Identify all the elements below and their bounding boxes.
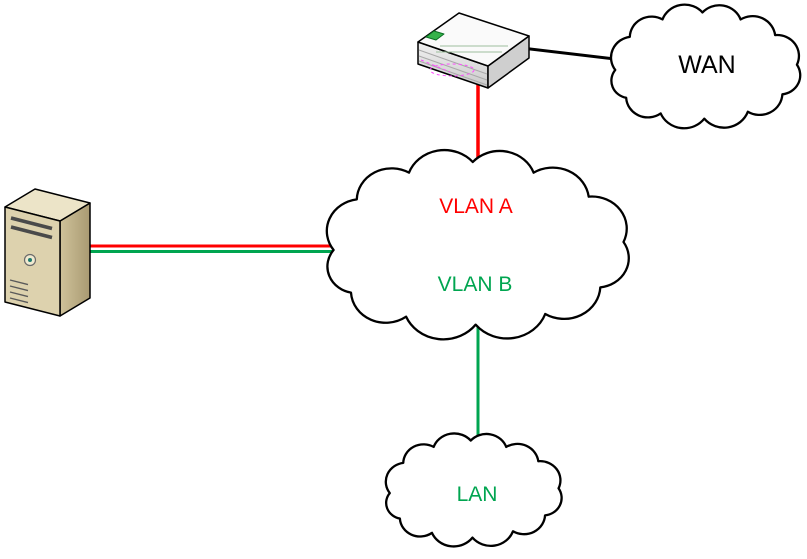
wan-cloud-node: WAN — [609, 3, 802, 130]
server-side-face — [59, 202, 91, 317]
router-icon — [417, 12, 530, 89]
server-drive-slot-1 — [10, 216, 53, 231]
router-dashed-detail — [429, 63, 475, 77]
vlan-cloud-shape — [325, 148, 631, 342]
server-vent-3 — [9, 291, 29, 298]
vlan-a-label: VLAN A — [439, 195, 513, 218]
server-drive-slot-2 — [10, 225, 53, 240]
router-dashed-line — [420, 59, 451, 73]
lan-label: LAN — [457, 483, 498, 506]
router-vent-2 — [418, 55, 488, 81]
server-vent-4 — [9, 297, 29, 304]
router-led-icon — [425, 30, 445, 41]
vlan-b-label: VLAN B — [438, 273, 513, 296]
server-icon — [4, 188, 91, 317]
router-vent-1 — [418, 49, 488, 75]
server-power-led-icon — [28, 258, 32, 262]
router-vent-3 — [418, 60, 488, 86]
lan-cloud-node: LAN — [384, 432, 563, 548]
server-vent-2 — [9, 285, 29, 292]
server-vent-1 — [9, 279, 29, 286]
vlan-cloud-node: VLAN A VLAN B — [325, 148, 631, 342]
wan-label: WAN — [678, 51, 735, 79]
router-top-face — [417, 12, 530, 67]
